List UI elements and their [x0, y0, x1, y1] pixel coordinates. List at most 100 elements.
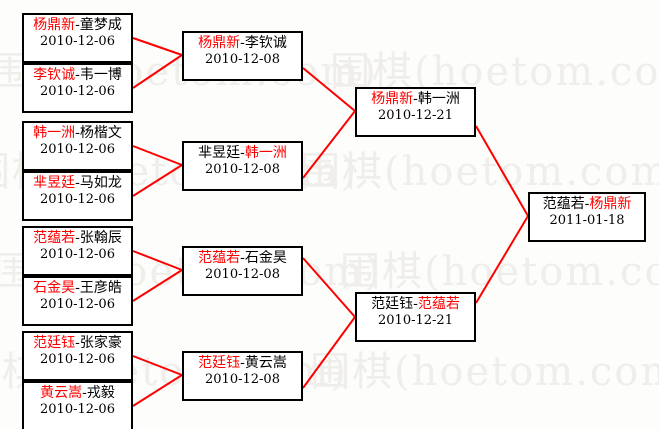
player-separator: -	[75, 125, 80, 141]
match-players: 黄云嵩-戎毅	[24, 385, 131, 402]
match-date: 2010-12-06	[40, 297, 115, 312]
watermark-text: 围棋(hoetom.com)	[300, 149, 659, 195]
match-round1-5[interactable]: 范蕴若-张翰辰 2010-12-06	[22, 226, 133, 276]
player-separator: -	[240, 145, 245, 161]
match-players: 芈昱廷-马如龙	[24, 175, 131, 192]
match-date: 2010-12-08	[205, 372, 280, 387]
player-winner: 杨鼎新	[589, 196, 632, 212]
player-loser: 王彦皓	[79, 280, 122, 296]
player-separator: -	[75, 67, 80, 83]
player-loser: 石金昊	[244, 250, 287, 266]
player-separator: -	[75, 280, 80, 296]
player-loser: 童梦成	[79, 17, 122, 33]
player-separator: -	[82, 385, 87, 401]
match-players: 范廷钰-黄云嵩	[184, 355, 301, 372]
match-round1-3[interactable]: 韩一洲-杨楷文 2010-12-06	[22, 121, 133, 171]
match-round2-3[interactable]: 范蕴若-石金昊 2010-12-08	[182, 246, 303, 296]
player-loser: 杨楷文	[79, 125, 122, 141]
player-loser: 黄云嵩	[244, 355, 287, 371]
match-players: 范廷钰-范蕴若	[357, 296, 474, 313]
match-date: 2010-12-06	[40, 84, 115, 99]
match-round2-4[interactable]: 范廷钰-黄云嵩 2010-12-08	[182, 351, 303, 401]
match-round1-2[interactable]: 李钦诚-韦一博 2010-12-06	[22, 63, 133, 113]
watermark-text: 围棋(hoetom.com)	[340, 249, 659, 295]
player-winner: 李钦诚	[33, 67, 76, 83]
player-loser: 芈昱廷	[198, 145, 241, 161]
player-loser: 张家豪	[79, 335, 122, 351]
connector-r1m3-to-r2m2	[132, 145, 183, 166]
watermark-text: 围棋(hoetom.com)	[330, 49, 659, 95]
match-date: 2010-12-06	[40, 352, 115, 367]
match-final-1[interactable]: 范蕴若-杨鼎新 2011-01-18	[528, 192, 646, 242]
connector-r2m2-to-r3m1	[302, 110, 356, 179]
connector-r1m2-to-r2m1	[132, 54, 183, 89]
match-date: 2010-12-06	[40, 402, 115, 417]
player-loser: 范蕴若	[542, 196, 585, 212]
connector-r2m3-to-r3m1	[302, 257, 356, 318]
player-winner: 芈昱廷	[33, 175, 76, 191]
connector-r1m5-to-r2m3	[132, 250, 183, 271]
player-separator: -	[240, 35, 245, 51]
match-date: 2010-12-06	[40, 192, 115, 207]
match-date: 2011-01-18	[549, 213, 625, 228]
match-semifinal-2[interactable]: 范廷钰-范蕴若 2010-12-21	[355, 292, 476, 342]
connector-r1m1-to-r2m1	[132, 37, 183, 56]
match-players: 李钦诚-韦一博	[24, 67, 131, 84]
match-players: 范廷钰-张家豪	[24, 335, 131, 352]
connector-r1m6-to-r2m3	[132, 269, 183, 302]
player-winner: 杨鼎新	[198, 35, 241, 51]
player-loser: 戎毅	[86, 385, 115, 401]
player-separator: -	[240, 250, 245, 266]
player-winner: 范蕴若	[198, 250, 241, 266]
match-date: 2010-12-21	[378, 108, 453, 123]
match-round1-1[interactable]: 杨鼎新-童梦成 2010-12-06	[22, 13, 133, 63]
player-winner: 范蕴若	[33, 230, 76, 246]
match-round1-6[interactable]: 石金昊-王彦皓 2010-12-06	[22, 276, 133, 326]
player-winner: 韩一洲	[33, 125, 76, 141]
connector-r2m1-to-r3m1	[302, 67, 356, 112]
player-winner: 黄云嵩	[40, 385, 83, 401]
player-separator: -	[240, 355, 245, 371]
match-round1-8[interactable]: 黄云嵩-戎毅 2010-12-06	[22, 381, 133, 429]
player-loser: 韩一洲	[417, 91, 460, 107]
match-date: 2010-12-08	[205, 52, 280, 67]
match-round1-4[interactable]: 芈昱廷-马如龙 2010-12-06	[22, 171, 133, 221]
match-round2-1[interactable]: 杨鼎新-李钦诚 2010-12-08	[182, 31, 303, 81]
match-round1-7[interactable]: 范廷钰-张家豪 2010-12-06	[22, 331, 133, 381]
connector-r3m2-to-r4m1	[475, 215, 529, 304]
match-date: 2010-12-06	[40, 142, 115, 157]
player-separator: -	[75, 335, 80, 351]
player-separator: -	[413, 296, 418, 312]
match-semifinal-1[interactable]: 杨鼎新-韩一洲 2010-12-21	[355, 87, 476, 137]
player-winner: 范蕴若	[417, 296, 460, 312]
player-loser: 范廷钰	[371, 296, 414, 312]
connector-r1m8-to-r2m4	[132, 374, 183, 407]
player-loser: 马如龙	[79, 175, 122, 191]
player-separator: -	[75, 175, 80, 191]
player-loser: 李钦诚	[244, 35, 287, 51]
match-players: 韩一洲-杨楷文	[24, 125, 131, 142]
match-round2-2[interactable]: 芈昱廷-韩一洲 2010-12-08	[182, 141, 303, 191]
match-players: 杨鼎新-李钦诚	[184, 35, 301, 52]
match-players: 石金昊-王彦皓	[24, 280, 131, 297]
player-winner: 杨鼎新	[371, 91, 414, 107]
connector-r3m1-to-r4m1	[475, 125, 529, 217]
player-separator: -	[75, 17, 80, 33]
match-date: 2010-12-08	[205, 162, 280, 177]
watermark-text: 围棋(hoetom.com)	[310, 349, 659, 395]
player-winner: 范廷钰	[33, 335, 76, 351]
player-winner: 范廷钰	[198, 355, 241, 371]
match-players: 杨鼎新-韩一洲	[357, 91, 474, 108]
player-loser: 韦一博	[79, 67, 122, 83]
match-date: 2010-12-08	[205, 267, 280, 282]
match-players: 范蕴若-杨鼎新	[530, 196, 644, 213]
match-date: 2010-12-06	[40, 34, 115, 49]
player-separator: -	[413, 91, 418, 107]
match-players: 范蕴若-张翰辰	[24, 230, 131, 247]
match-date: 2010-12-21	[378, 313, 453, 328]
connector-r2m4-to-r3m2	[302, 316, 356, 389]
connector-r1m4-to-r2m2	[132, 164, 183, 197]
player-winner: 石金昊	[33, 280, 76, 296]
connector-r1m7-to-r2m4	[132, 355, 183, 376]
player-separator: -	[584, 196, 590, 212]
